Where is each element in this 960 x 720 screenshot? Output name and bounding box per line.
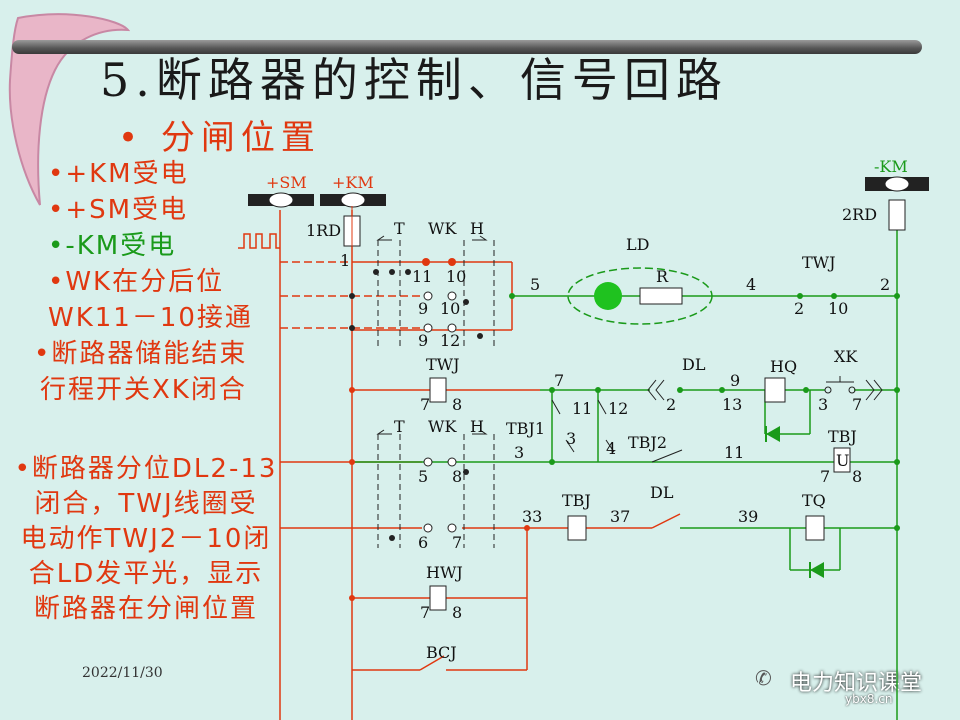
ld-lamp [594, 282, 622, 310]
node-number: 7 [420, 603, 430, 622]
node-number: 11 [412, 267, 432, 286]
node-number: 2 [666, 395, 676, 414]
paragraph-line: 合LD发平光，显示 [28, 559, 264, 589]
switch-label: H [470, 219, 484, 238]
paragraph-line: 闭合，TWJ线圈受 [34, 489, 258, 519]
node-number: 10 [828, 299, 848, 318]
watermark: ybx8.cn [845, 692, 893, 706]
node-number: 8 [452, 603, 462, 622]
node-number: 11 [724, 443, 744, 462]
node-number: 1 [340, 251, 350, 270]
node-number: 39 [738, 507, 758, 526]
relay-label: TBJ [828, 427, 857, 446]
resistor-label: R [656, 267, 669, 286]
km-bus-label: +KM [332, 173, 374, 192]
relay-label: TBJ1 [506, 419, 545, 438]
circuit-diagram: +SM +KM -KM 1RD 2RD T WK H T WK H 1 11 1… [238, 157, 929, 720]
node-number: 10 [440, 299, 460, 318]
neg-km-bus-label: -KM [874, 157, 908, 176]
node-number: 4 [606, 439, 616, 458]
node-number: 8 [852, 467, 862, 486]
relay-label: BCJ [426, 643, 457, 662]
relay-label: TBJ [562, 491, 591, 510]
slide-date: 2022/11/30 [82, 665, 163, 681]
contact-label: DL [650, 483, 674, 502]
switch-label: T [394, 417, 405, 436]
node-number: 2 [794, 299, 804, 318]
paragraph-line: •断路器分位DL2-13 [14, 454, 278, 484]
side-item: •WK在分后位 [48, 267, 225, 297]
fuse-label: 2RD [842, 205, 877, 224]
node-number: 3 [514, 443, 524, 462]
side-item: •+KM受电 [48, 159, 189, 189]
coil-label: TQ [802, 491, 826, 510]
fuse-label: 1RD [306, 221, 341, 240]
side-bullet-list: •+KM受电 •+SM受电 •-KM受电 •WK在分后位 WK11－10接通 •… [34, 156, 253, 408]
switch-label: H [470, 417, 484, 436]
node-number: 7 [452, 533, 462, 552]
paragraph-line: 断路器在分闸位置 [33, 594, 258, 624]
node-number: 37 [610, 507, 630, 526]
node-number: 13 [722, 395, 742, 414]
node-number: 5 [530, 275, 540, 294]
relay-label: TBJ2 [628, 433, 667, 452]
node-number: 2 [880, 275, 890, 294]
node-number: 7 [420, 395, 430, 414]
wechat-icon: ✆ [755, 666, 772, 690]
node-number: 5 [418, 467, 428, 486]
switch-label: WK [428, 417, 457, 436]
side-item: •-KM受电 [48, 231, 177, 261]
lamp-label: LD [626, 235, 649, 254]
node-number: 12 [608, 399, 628, 418]
relay-label: TWJ [802, 253, 836, 272]
contact-label: DL [682, 355, 706, 374]
switch-label: XK [834, 347, 858, 366]
coil-marker: U [836, 451, 849, 470]
relay-label: HWJ [426, 563, 463, 582]
node-number: 8 [452, 395, 462, 414]
relay-label: TWJ [426, 355, 460, 374]
node-number: 12 [440, 331, 460, 350]
switch-label: T [394, 219, 405, 238]
node-number: 3 [818, 395, 828, 414]
node-number: 4 [746, 275, 756, 294]
node-number: 6 [418, 533, 428, 552]
node-number: 7 [820, 467, 830, 486]
side-item: WK11－10接通 [48, 303, 253, 333]
side-item: 行程开关XK闭合 [40, 375, 247, 405]
side-item: •断路器储能结束 [34, 339, 248, 369]
explanation-paragraph: •断路器分位DL2-13 闭合，TWJ线圈受 电动作TWJ2－10闭 合LD发平… [12, 452, 280, 627]
node-number: 7 [554, 371, 564, 390]
page-subtitle: • 分闸位置 [118, 118, 321, 158]
node-number: 3 [566, 429, 576, 448]
node-number: 10 [446, 267, 466, 286]
node-number: 9 [730, 371, 740, 390]
paragraph-line: 电动作TWJ2－10闭 [20, 524, 272, 554]
title-bar [12, 40, 922, 54]
brand-name: 电力知识课堂 [790, 671, 923, 696]
node-number: 8 [452, 467, 462, 486]
node-number: 11 [572, 399, 592, 418]
node-number: 9 [418, 331, 428, 350]
switch-label: WK [428, 219, 457, 238]
coil-label: HQ [770, 357, 797, 376]
sm-bus-label: +SM [266, 173, 307, 192]
page-title: 5.断路器的控制、信号回路 [100, 53, 728, 107]
node-number: 33 [522, 507, 542, 526]
node-number: 7 [852, 395, 862, 414]
side-item: •+SM受电 [48, 195, 189, 225]
boomerang-logo [8, 13, 130, 206]
node-number: 9 [418, 299, 428, 318]
